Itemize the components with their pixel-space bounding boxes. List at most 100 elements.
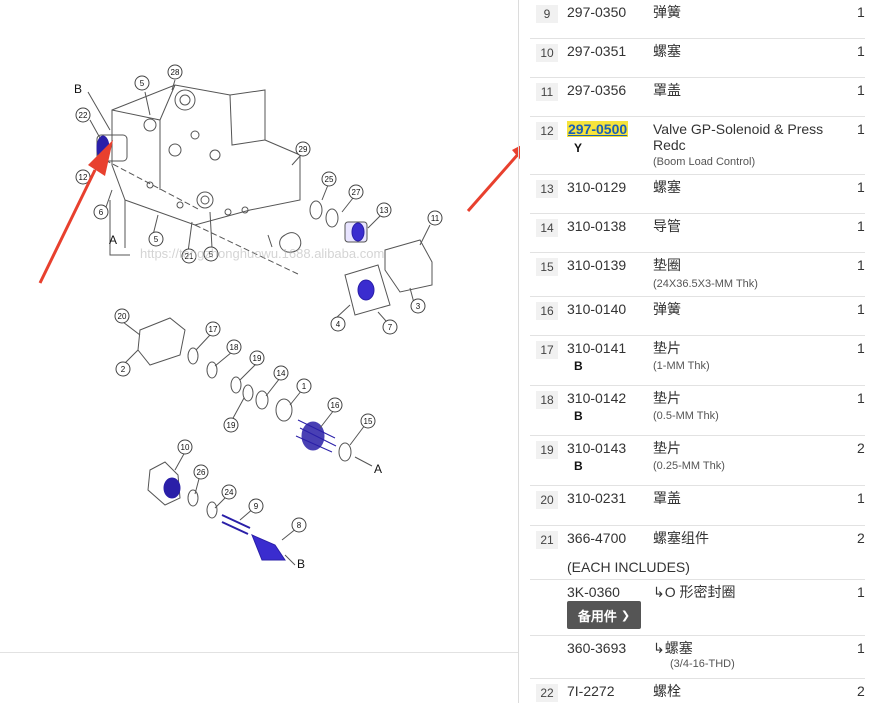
callout-24: 24: [221, 484, 237, 500]
part-row-21[interactable]: 21 366-4700 螺塞组件 2 (EACH INCLUDES): [530, 526, 865, 580]
item-number: 12: [536, 122, 558, 140]
callout-5a-text: 5: [140, 79, 145, 88]
callout-15-text: 15: [364, 417, 373, 426]
part-number-link[interactable]: 310-0139: [567, 257, 627, 273]
callout-10-text: 10: [181, 443, 190, 452]
part-description: 垫片: [653, 340, 681, 356]
callout-15: 15: [360, 413, 376, 429]
part-number-link[interactable]: 366-4700: [567, 530, 627, 546]
callout-7: 7: [382, 319, 398, 335]
callout-3: 3: [410, 298, 426, 314]
spare-parts-button[interactable]: 备用件 ❯: [567, 601, 641, 629]
part-note: (Boom Load Control): [653, 156, 756, 168]
part-quantity: 1: [857, 4, 865, 20]
callout-8: 8: [291, 517, 307, 533]
part-row-18[interactable]: 18 310-0142 B 垫片 (0.5-MM Thk) 1: [530, 386, 865, 436]
callout-5c: 5: [203, 246, 219, 262]
callout-5b-text: 5: [154, 235, 159, 244]
part-number-link-highlighted[interactable]: 297-0500: [567, 121, 629, 137]
part-description: Valve GP-Solenoid & Press Redc: [653, 121, 824, 153]
callout-21: 21: [181, 248, 197, 264]
label-a-top: A: [109, 233, 117, 247]
part-description: ↳O 形密封圈: [653, 584, 736, 600]
callout-7-text: 7: [388, 323, 393, 332]
callout-14: 14: [273, 365, 289, 381]
label-b-bottom: B: [297, 557, 305, 571]
part-quantity: 1: [857, 301, 865, 317]
part-number-link[interactable]: 3K-0360: [567, 584, 620, 600]
part-row-15[interactable]: 15 310-0139 垫圈 (24X36.5X3-MM Thk) 1: [530, 253, 865, 297]
part-row-22[interactable]: 22 7I-2272 螺栓 2: [530, 679, 865, 703]
callout-9-text: 9: [254, 502, 259, 511]
part-number-link[interactable]: 310-0129: [567, 179, 627, 195]
part-note: (24X36.5X3-MM Thk): [653, 278, 758, 290]
part-quantity: 1: [857, 121, 865, 137]
part-row-17[interactable]: 17 310-0141 B 垫片 (1-MM Thk) 1: [530, 336, 865, 386]
item-number: 15: [536, 258, 558, 276]
part-number-link[interactable]: 297-0351: [567, 43, 627, 59]
item-number: 18: [536, 391, 558, 409]
part-number-link[interactable]: 310-0138: [567, 218, 627, 234]
part-row-20[interactable]: 20 310-0231 罩盖 1: [530, 486, 865, 526]
callout-28-text: 28: [171, 68, 180, 77]
callout-10: 10: [177, 439, 193, 455]
part-description: 导管: [653, 218, 681, 234]
part-number-link[interactable]: 360-3693: [567, 640, 627, 656]
callout-26-text: 26: [197, 468, 206, 477]
callout-20-text: 20: [118, 312, 127, 321]
spare-parts-label: 备用件: [577, 608, 617, 624]
part-row-10[interactable]: 10 297-0351 螺塞 1: [530, 39, 865, 78]
callout-22-text: 22: [79, 111, 88, 120]
part-quantity: 1: [857, 218, 865, 234]
part-quantity: 1: [857, 584, 865, 600]
part-row-12[interactable]: 12 297-0500 Y Valve GP-Solenoid & Press …: [530, 117, 865, 175]
part-number-link[interactable]: 310-0142: [567, 390, 627, 406]
part-description: 垫圈: [653, 257, 681, 273]
sub-part-row-1[interactable]: 3K-0360 ↳O 形密封圈 1: [530, 580, 865, 636]
part-row-16[interactable]: 16 310-0140 弹簧 1: [530, 297, 865, 336]
part-row-9[interactable]: 9 297-0350 弹簧 1: [530, 0, 865, 39]
callout-5a: 5: [134, 75, 150, 91]
sub-part-row-2[interactable]: 360-3693 ↳螺塞 (3/4-16-THD) 1: [530, 636, 865, 679]
part-quantity: 1: [857, 257, 865, 273]
callout-6-text: 6: [99, 208, 104, 217]
diagram-divider: [0, 652, 518, 653]
callout-13: 13: [376, 202, 392, 218]
part-number-link[interactable]: 310-0231: [567, 490, 627, 506]
callout-14-text: 14: [277, 369, 286, 378]
callout-16-text: 16: [331, 401, 340, 410]
part-note: (1-MM Thk): [653, 360, 710, 372]
part-quantity: 1: [857, 340, 865, 356]
part-number-link[interactable]: 297-0356: [567, 82, 627, 98]
part-quantity: 1: [857, 43, 865, 59]
part-number-link[interactable]: 297-0350: [567, 4, 627, 20]
callout-27-text: 27: [352, 188, 361, 197]
red-arrow-left: [38, 140, 113, 284]
part-number-link[interactable]: 310-0140: [567, 301, 627, 317]
part-quantity: 1: [857, 179, 865, 195]
part-flag: Y: [574, 141, 583, 155]
part-note: (0.25-MM Thk): [653, 460, 725, 472]
item-number: 20: [536, 491, 558, 509]
callout-11: 11: [427, 210, 443, 226]
part-row-13[interactable]: 13 310-0129 螺塞 1: [530, 175, 865, 214]
part-row-19[interactable]: 19 310-0143 B 垫片 (0.25-MM Thk) 2: [530, 436, 865, 486]
part-description: 螺栓: [653, 683, 681, 699]
item-number: 16: [536, 302, 558, 320]
part-row-14[interactable]: 14 310-0138 导管 1: [530, 214, 865, 253]
part-flag: B: [574, 409, 583, 423]
callout-19b: 19: [223, 417, 239, 433]
callout-25: 25: [321, 171, 337, 187]
callout-18: 18: [226, 339, 242, 355]
callout-11-text: 11: [431, 214, 440, 223]
part-number-link[interactable]: 310-0141: [567, 340, 627, 356]
part-number-link[interactable]: 7I-2272: [567, 683, 615, 699]
part-number-link[interactable]: 310-0143: [567, 440, 627, 456]
part-description: ↳螺塞: [653, 640, 693, 656]
part-row-11[interactable]: 11 297-0356 罩盖 1: [530, 78, 865, 117]
item-number: 11: [536, 83, 558, 101]
part-description: 罩盖: [653, 490, 681, 506]
callout-12-text: 12: [79, 173, 88, 182]
callout-2-text: 2: [121, 365, 126, 374]
part-quantity: 2: [857, 440, 865, 456]
